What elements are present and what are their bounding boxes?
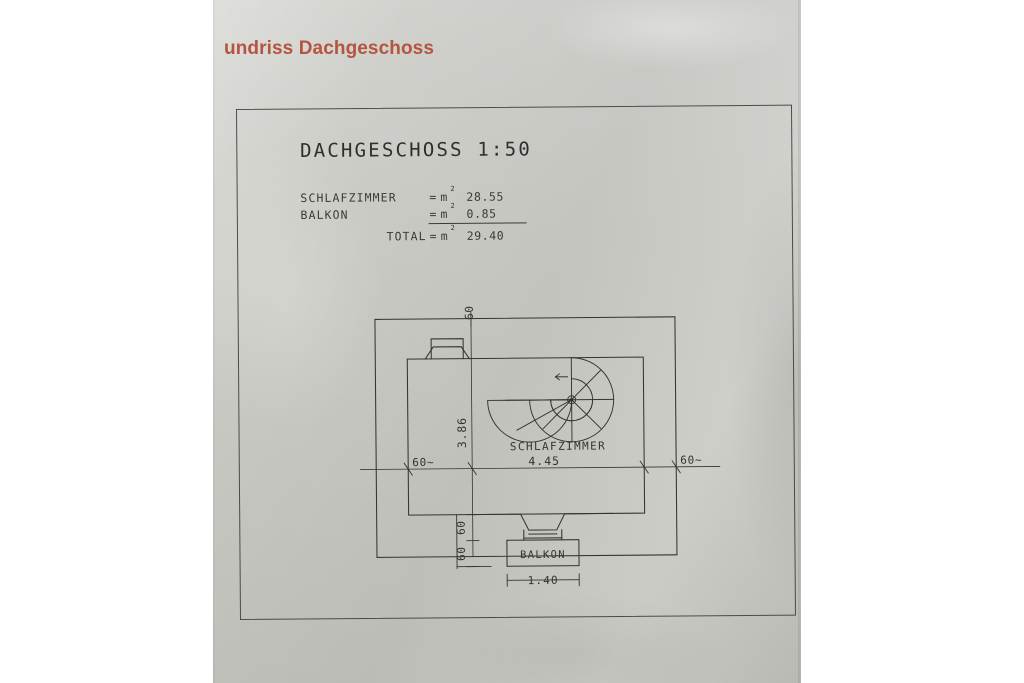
balcony-outline	[506, 539, 580, 567]
dimension-room-depth: 3.86	[455, 417, 469, 448]
paper-left-edge	[213, 0, 215, 683]
paper-sheet	[213, 0, 801, 683]
area-label-total: TOTAL	[386, 229, 427, 244]
area-equals: =	[429, 207, 438, 222]
horizontal-axis	[359, 466, 721, 470]
page-title: undriss Dachgeschoss	[224, 38, 435, 59]
spiral-staircase	[487, 357, 615, 443]
room-walls	[406, 356, 646, 516]
dimension-top-offset: 60	[463, 305, 476, 320]
dimension-room-width: 4.45	[528, 454, 560, 468]
dimension-balcony-width: 1.40	[528, 574, 559, 587]
area-label-bedroom: SCHLAFZIMMER	[300, 190, 397, 205]
area-label-balcony: BALKON	[300, 207, 349, 222]
plan-title: DACHGESCHOSS 1:50	[300, 138, 533, 162]
area-equals: =	[429, 190, 438, 205]
area-equals: =	[429, 229, 438, 244]
area-value-bedroom: 28.55	[466, 189, 505, 204]
dimension-right-offset: 60~	[680, 454, 702, 467]
dimension-left-offset: 60~	[412, 456, 434, 469]
area-value-total: 29.40	[466, 228, 505, 243]
total-divider	[428, 222, 527, 225]
dimension-bottom-offset-1: 60	[455, 520, 468, 535]
building-outline	[374, 316, 678, 558]
floor-plan-drawing: 60 3.86 60~ 60~ SCHLAFZIMMER 4.45 60 60 …	[359, 305, 721, 587]
room-label-balcony: BALKON	[520, 549, 566, 561]
room-label-bedroom: SCHLAFZIMMER	[510, 439, 606, 453]
balcony-recess	[472, 512, 614, 541]
dimension-ticks	[403, 312, 681, 587]
chimney-dormer	[424, 338, 470, 360]
area-value-balcony: 0.85	[466, 206, 497, 221]
vertical-axis	[470, 318, 474, 557]
paper-right-edge	[798, 0, 801, 683]
dimension-bottom-offset-2: 60	[455, 546, 468, 561]
